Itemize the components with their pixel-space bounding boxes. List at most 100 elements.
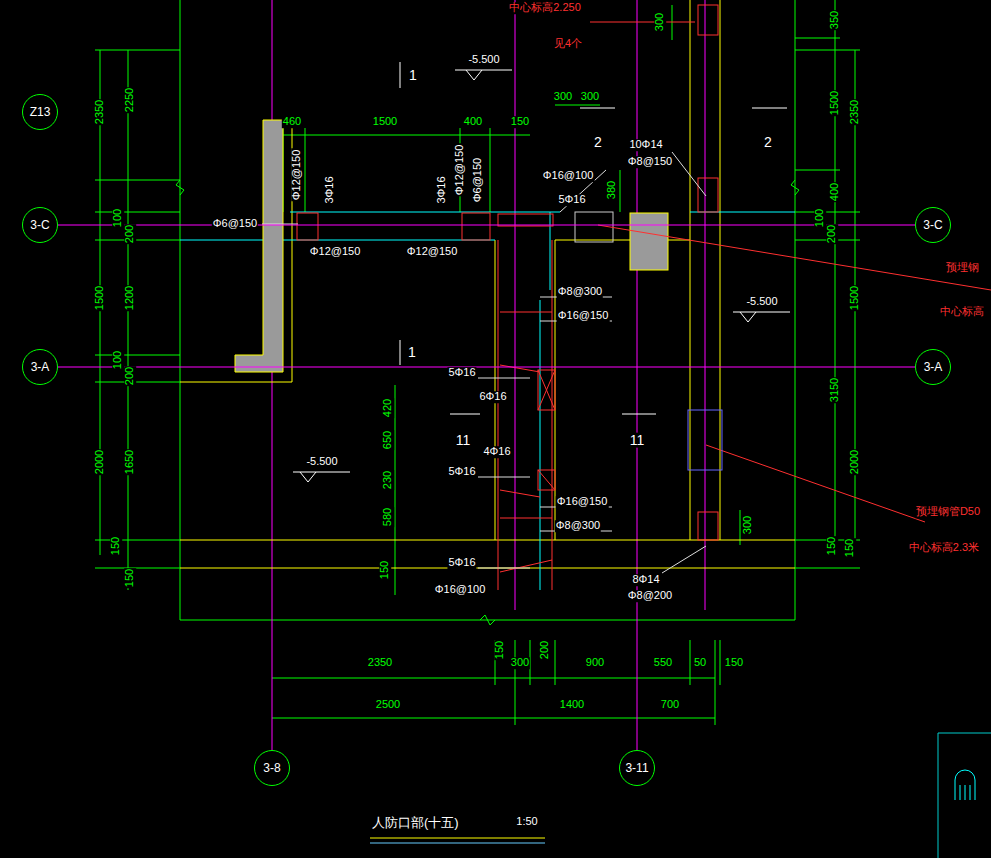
dimension-text: 1200 bbox=[124, 285, 136, 311]
room-number: 11 bbox=[629, 433, 646, 448]
rebar-note: -5.500 bbox=[305, 456, 338, 468]
rebar-note: Φ8@150 bbox=[627, 156, 673, 168]
dimension-text: 150 bbox=[826, 536, 838, 556]
dimension-text: 3150 bbox=[829, 377, 841, 403]
axis-label: Z13 bbox=[30, 106, 51, 118]
dimension-text: 1500 bbox=[94, 285, 106, 311]
dimension-text: 350 bbox=[829, 10, 841, 30]
rebar-note: -5.500 bbox=[467, 54, 500, 66]
dimension-text: 200 bbox=[124, 366, 136, 386]
dimension-text: 380 bbox=[606, 180, 618, 200]
rebar-note: Φ12@150 bbox=[309, 246, 362, 258]
dimension-text: 580 bbox=[382, 507, 394, 527]
rebar-note: 4Φ16 bbox=[482, 446, 511, 458]
rebar-note: 1:50 bbox=[515, 816, 538, 828]
dimension-text: 150 bbox=[510, 116, 530, 128]
rebar-note: 5Φ16 bbox=[557, 194, 586, 206]
dimension-text: 400 bbox=[829, 182, 841, 202]
dimension-text: 100 bbox=[112, 208, 124, 228]
axis-line bbox=[58, 225, 915, 226]
rebar-note: Φ16@150 bbox=[556, 496, 609, 508]
dimension-text: 2350 bbox=[849, 99, 861, 125]
dimension-text: 150 bbox=[124, 568, 136, 588]
dimension-text: 900 bbox=[585, 657, 605, 669]
rebar-note: Φ8@200 bbox=[627, 590, 673, 602]
note-text: 中心标高 bbox=[939, 306, 985, 318]
rebar-note: Φ8@300 bbox=[555, 520, 601, 532]
drawing-title: 人防口部(十五) bbox=[372, 814, 459, 832]
rebar-note: Φ6@150 bbox=[212, 218, 258, 230]
dimension-text: 150 bbox=[724, 657, 744, 669]
dimension-text: 1400 bbox=[559, 699, 585, 711]
axis-label: 3-11 bbox=[625, 762, 648, 774]
rebar-note: Φ12@150 bbox=[454, 144, 466, 197]
axis-bubble: Z13 bbox=[22, 94, 58, 130]
dimension-text: 420 bbox=[382, 398, 394, 418]
dimension-text: 1650 bbox=[124, 449, 136, 475]
room-number: 1 bbox=[407, 345, 417, 360]
dimension-text: 2000 bbox=[849, 449, 861, 475]
rebar-note: -5.500 bbox=[745, 296, 778, 308]
dimension-text: 1500 bbox=[372, 116, 398, 128]
axis-label: 3-A bbox=[924, 361, 943, 373]
dimension-text: 700 bbox=[660, 699, 680, 711]
dimension-text: 400 bbox=[463, 116, 483, 128]
dimension-text: 150 bbox=[110, 536, 122, 556]
room-number: 2 bbox=[593, 135, 603, 150]
axis-label: 3-C bbox=[923, 219, 942, 231]
rebar-note: Φ12@150 bbox=[291, 149, 303, 202]
dimension-text: 550 bbox=[653, 657, 673, 669]
note-text: 中心标高2.250 bbox=[508, 2, 582, 14]
rebar-note: 3Φ16 bbox=[436, 175, 448, 204]
rebar-note: 10Φ14 bbox=[628, 139, 663, 151]
rebar-note: Φ16@100 bbox=[434, 584, 487, 596]
room-number: 1 bbox=[408, 68, 418, 83]
dimension-text: 200 bbox=[826, 224, 838, 244]
axis-label: 3-C bbox=[30, 219, 49, 231]
dimension-text: 2000 bbox=[94, 449, 106, 475]
dimension-text: 100 bbox=[112, 350, 124, 370]
note-text: 预埋钢管D50 bbox=[915, 506, 981, 518]
rebar-note: Φ16@100 bbox=[542, 170, 595, 182]
rebar-note: Φ12@150 bbox=[406, 246, 459, 258]
note-text: 预埋钢 bbox=[945, 262, 980, 274]
axis-bubble: 3-8 bbox=[254, 750, 290, 786]
dimension-text: 300 bbox=[510, 657, 530, 669]
axis-bubble: 3-11 bbox=[619, 750, 655, 786]
axis-bubble: 3-C bbox=[915, 207, 951, 243]
rebar-note: 5Φ16 bbox=[447, 367, 476, 379]
rebar-note: 6Φ16 bbox=[478, 391, 507, 403]
dimension-text: 150 bbox=[844, 538, 856, 558]
dimension-text: 200 bbox=[539, 640, 551, 660]
axis-label: 3-8 bbox=[263, 762, 280, 774]
dimension-text: 300 bbox=[742, 515, 754, 535]
rebar-note: 8Φ14 bbox=[631, 574, 660, 586]
dimension-text: 100 bbox=[814, 208, 826, 228]
dimension-text: 150 bbox=[494, 640, 506, 660]
dimension-text: 1500 bbox=[849, 285, 861, 311]
rebar-note: 5Φ16 bbox=[447, 557, 476, 569]
axis-bubble: 3-A bbox=[915, 349, 951, 385]
dimension-text: 2350 bbox=[94, 99, 106, 125]
axis-bubble: 3-A bbox=[22, 349, 58, 385]
dimension-text: 300 bbox=[580, 91, 600, 103]
room-number: 2 bbox=[763, 135, 773, 150]
dimension-text: 2500 bbox=[375, 699, 401, 711]
dimension-text: 460 bbox=[282, 116, 302, 128]
rebar-note: Φ8@300 bbox=[557, 286, 603, 298]
note-text: 见4个 bbox=[553, 38, 583, 50]
dimension-text: 230 bbox=[382, 470, 394, 490]
note-text: 中心标高2.3米 bbox=[908, 542, 980, 554]
dimension-text: 200 bbox=[124, 224, 136, 244]
dimension-text: 1500 bbox=[829, 90, 841, 116]
rebar-note: 5Φ16 bbox=[447, 466, 476, 478]
dimension-text: 2250 bbox=[124, 87, 136, 113]
rebar-note: 3Φ16 bbox=[324, 175, 336, 204]
axis-line bbox=[58, 367, 915, 368]
dimension-text: 2350 bbox=[367, 657, 393, 669]
dimension-text: 150 bbox=[379, 560, 391, 580]
axis-bubble: 3-C bbox=[22, 207, 58, 243]
